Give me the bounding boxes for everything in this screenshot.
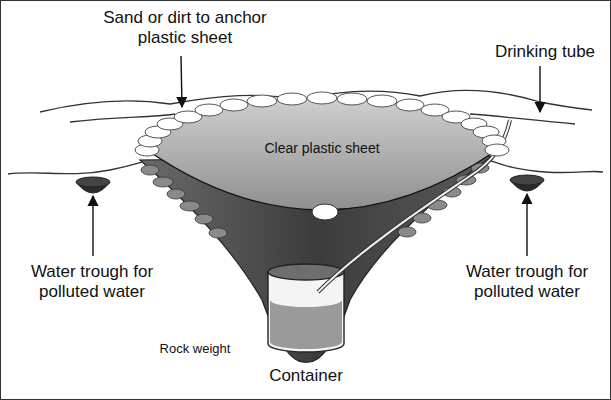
- stone: [307, 92, 337, 104]
- part-label: Sand or dirt to anchor plastic sheet: [95, 8, 275, 49]
- rock-weight: [312, 204, 338, 220]
- leader-arrow: [92, 196, 93, 256]
- leader-arrow: [181, 56, 182, 107]
- ground-surface: [488, 160, 603, 173]
- ground-surface: [8, 162, 142, 174]
- part-label: Container: [269, 366, 343, 386]
- water-trough: [76, 177, 110, 187]
- part-label: Drinking tube: [495, 42, 595, 62]
- stone: [141, 165, 159, 175]
- stone: [195, 214, 213, 224]
- part-label: Water trough for polluted water: [447, 262, 607, 303]
- stone: [209, 228, 227, 238]
- part-label: Clear plastic sheet: [264, 140, 379, 157]
- stone: [195, 104, 223, 116]
- stone: [153, 177, 173, 187]
- stone: [398, 227, 416, 237]
- rim-stones: [135, 92, 509, 156]
- stone: [396, 99, 424, 111]
- water-trough: [510, 175, 544, 185]
- stone: [277, 93, 307, 105]
- leader-arrow: [526, 194, 527, 256]
- container-body: [268, 272, 344, 352]
- part-label: Water trough for polluted water: [12, 262, 172, 303]
- stone: [337, 93, 367, 105]
- leader-arrows: [93, 56, 540, 256]
- stone: [167, 189, 185, 199]
- stone: [180, 201, 200, 211]
- stone: [367, 95, 397, 107]
- leader-arrow: [539, 66, 540, 112]
- part-label: Rock weight: [160, 341, 231, 357]
- collected-water: [270, 300, 342, 349]
- stone: [485, 144, 509, 156]
- stone: [247, 95, 277, 107]
- stone: [220, 99, 248, 111]
